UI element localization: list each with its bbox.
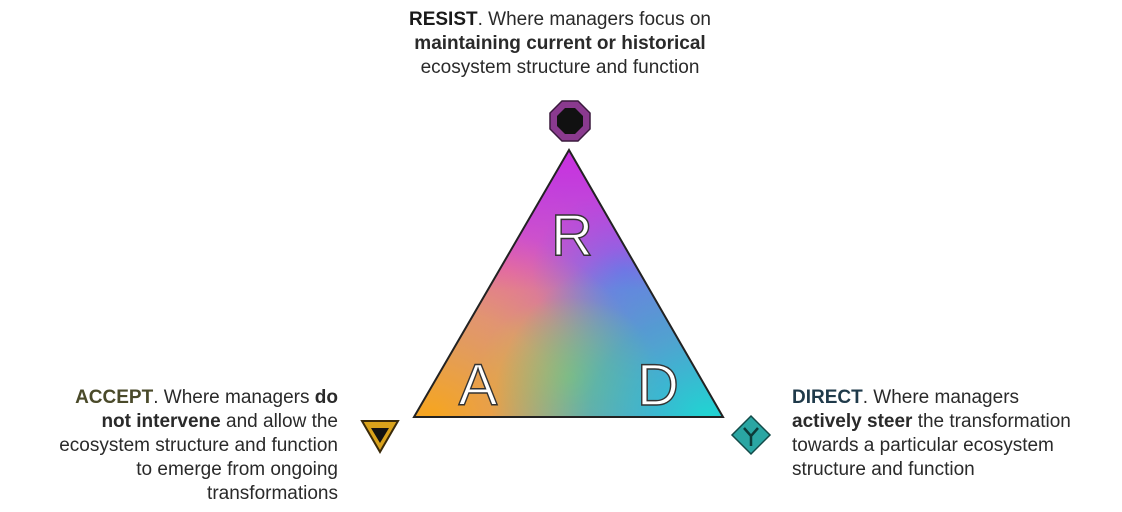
accept-text-1: . Where managers [153,387,315,408]
accept-bold-1: do [314,387,338,408]
accept-line-2: not intervene and allow the [0,410,338,434]
accept-text-3: ecosystem structure and function [59,435,338,456]
accept-text-2: and allow the [220,411,338,432]
accept-line-3: ecosystem structure and function [0,434,338,458]
accept-line-4: to emerge from ongoing [0,458,338,482]
down-triangle-icon [360,420,400,454]
direct-caption: DIRECT. Where managers actively steer th… [792,386,1122,482]
accept-keyword: ACCEPT [75,387,154,408]
direct-line-4: structure and function [792,458,1122,482]
resist-line-1: RESIST. Where managers focus on [300,8,820,32]
resist-line-3: ecosystem structure and function [300,56,820,80]
accept-letter: A [459,353,498,418]
accept-text-5: transformations [207,483,338,504]
direct-text-3: towards a particular ecosystem [792,435,1054,456]
direct-line-3: towards a particular ecosystem [792,434,1122,458]
direct-text-4: structure and function [792,459,975,480]
accept-line-5: transformations [0,482,338,506]
diamond-y-icon [730,414,772,456]
resist-bold: maintaining current or historical [414,33,706,54]
direct-line-1: DIRECT. Where managers [792,386,1122,410]
accept-caption: ACCEPT. Where managers do not intervene … [0,386,338,506]
accept-text-4: to emerge from ongoing [136,459,338,480]
resist-text-1: . Where managers focus on [477,9,711,30]
resist-line-2: maintaining current or historical [300,32,820,56]
direct-letter: D [637,353,679,418]
resist-letter: R [551,203,593,268]
direct-keyword: DIRECT [792,387,863,408]
resist-text-2: ecosystem structure and function [420,57,700,78]
direct-bold: actively steer [792,411,913,432]
resist-keyword: RESIST [408,9,478,30]
accept-line-1: ACCEPT. Where managers do [0,386,338,410]
accept-bold-2: not intervene [101,411,221,432]
octagon-icon [549,100,591,142]
direct-text-1: . Where managers [862,387,1020,408]
resist-caption: RESIST. Where managers focus on maintain… [300,8,820,80]
direct-line-2: actively steer the transformation [792,410,1122,434]
direct-text-2: the transformation [912,411,1071,432]
